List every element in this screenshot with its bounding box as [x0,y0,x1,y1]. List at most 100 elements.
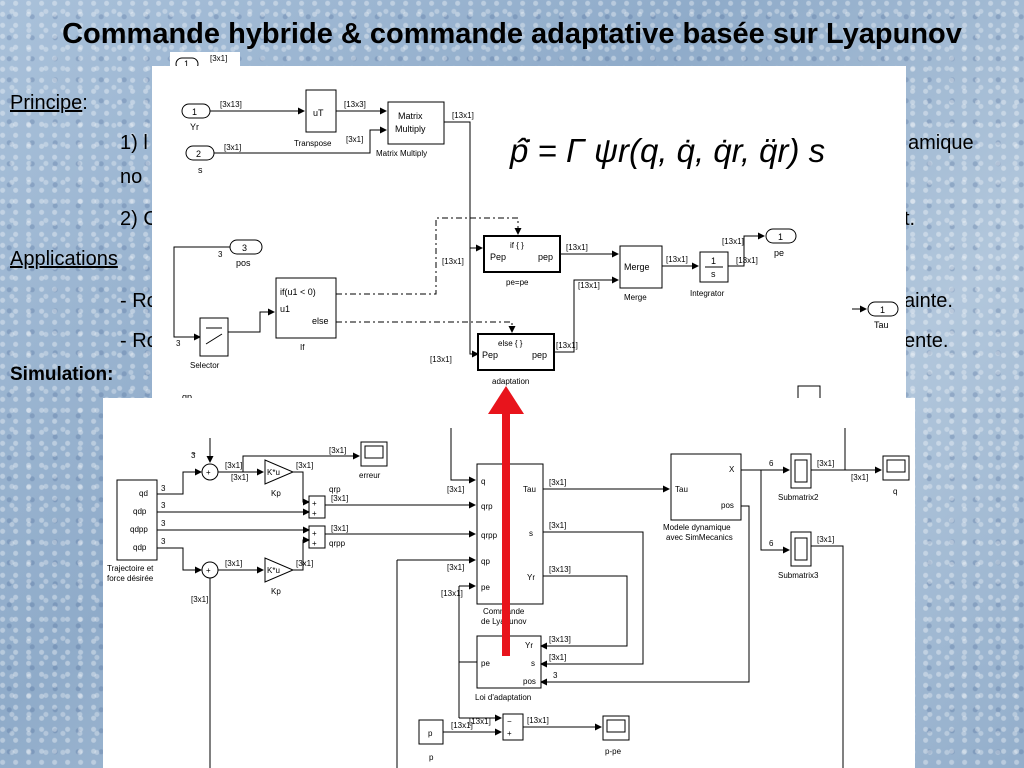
svg-text:[3x1]: [3x1] [296,559,313,568]
svg-text:1: 1 [778,232,783,242]
svg-text:Kp: Kp [271,587,281,596]
principe-item-1-end: amique [908,132,974,154]
svg-text:[3x1]: [3x1] [225,461,242,470]
trajectory-block[interactable]: qd qdp qdpp qdp Trajectoire et force dés… [107,479,158,583]
slide-title: Commande hybride & commande adaptative b… [62,18,962,50]
principe-item-1-line2: no [120,166,143,188]
svg-text:Merge: Merge [624,262,650,272]
svg-text:uT: uT [313,108,324,118]
svg-text:1: 1 [184,59,189,69]
svg-text:Yr: Yr [190,122,199,132]
svg-text:[3x13]: [3x13] [220,100,242,109]
svg-text:Tau: Tau [874,320,889,330]
svg-text:[3x1]: [3x1] [447,485,464,494]
svg-text:[13x1]: [13x1] [442,257,464,266]
svg-text:−: − [507,717,512,726]
svg-text:qdp: qdp [133,507,147,516]
svg-text:[13x1]: [13x1] [441,589,463,598]
sum-qrp[interactable]: + + qrp [308,485,341,519]
gain-kp-1[interactable]: K*u Kp [264,459,295,498]
svg-text:Modele dynamique: Modele dynamique [663,523,731,532]
svg-text:erreur: erreur [359,471,381,480]
svg-text:+: + [312,499,317,508]
svg-text:[13x1]: [13x1] [666,255,688,264]
scope-q[interactable]: q [882,455,910,496]
svg-text:Multiply: Multiply [395,124,426,134]
scope-erreur[interactable]: erreur [359,441,388,480]
svg-text:[3x1]: [3x1] [296,461,313,470]
principe-item-2-end: t. [904,208,916,230]
svg-text:Matrix: Matrix [398,111,423,121]
matrix-multiply-block[interactable]: Matrix Multiply Matrix Multiply [376,101,445,158]
svg-text:Submatrix2: Submatrix2 [778,493,819,502]
svg-text:3: 3 [191,451,196,460]
sum-block-2[interactable]: + [201,561,219,579]
gain-kp-2[interactable]: K*u Kp [264,557,295,596]
svg-text:+: + [312,509,317,518]
outport-pe[interactable]: 1 pe [765,228,797,258]
selector-block[interactable]: Selector [190,317,229,370]
outport-tau[interactable]: 1 Tau [867,301,899,330]
svg-text:qdpp: qdpp [130,525,148,534]
else-action-adaptation-block[interactable]: else { } Pep pep adaptation [477,333,555,386]
application-item-1: - Ro [120,290,158,312]
svg-text:3: 3 [161,501,166,510]
svg-text:[3x1]: [3x1] [210,54,227,63]
svg-text:3: 3 [218,250,223,259]
svg-text:avec SimMecanics: avec SimMecanics [666,533,733,542]
svg-text:[3x1]: [3x1] [331,524,348,533]
application-item-2: - Ro [120,330,158,352]
dynamic-model-block[interactable]: Tau X pos Modele dynamique avec SimMecan… [663,453,742,542]
svg-text:qdp: qdp [133,543,147,552]
svg-text:qrp: qrp [329,485,341,494]
svg-text:pep: pep [532,350,547,360]
svg-text:K*u: K*u [267,566,280,575]
integrator-block[interactable]: 1 s Integrator [690,251,729,298]
svg-text:s: s [198,165,203,175]
svg-text:Submatrix3: Submatrix3 [778,571,819,580]
svg-text:Loi d'adaptation: Loi d'adaptation [475,693,531,702]
svg-text:[3x1]: [3x1] [447,563,464,572]
svg-text:3: 3 [161,519,166,528]
svg-text:adaptation: adaptation [492,377,529,386]
adaptation-law-formula: p̂̇ = Γ ψr(q, q̇, q̇r, q̈r) s [509,132,825,169]
svg-text:Pep: Pep [482,350,498,360]
svg-text:pe: pe [481,583,490,592]
submatrix2-block[interactable]: Submatrix2 [778,453,819,502]
svg-text:2: 2 [196,149,201,159]
svg-text:[3x13]: [3x13] [549,565,571,574]
principe-item-1: 1) l [120,132,148,154]
application-item-1-end: ainte. [904,290,953,312]
svg-text:pos: pos [721,501,734,510]
applications-heading: Applications [10,248,118,270]
svg-text:[3x1]: [3x1] [225,559,242,568]
svg-text:[13x1]: [13x1] [578,281,600,290]
svg-text:[3x1]: [3x1] [817,459,834,468]
svg-text:q: q [481,477,485,486]
sum-block-1[interactable]: + [201,463,219,481]
svg-text:Integrator: Integrator [690,289,725,298]
constant-p-block[interactable]: p p [418,719,444,762]
svg-text:qp: qp [481,557,490,566]
svg-text:qp: qp [182,392,192,402]
svg-text:+: + [206,566,211,575]
principe-heading: Principe: [10,92,88,114]
svg-text:Pep: Pep [490,252,506,262]
subtract-block[interactable]: − + [502,713,524,741]
svg-text:Kp: Kp [271,489,281,498]
svg-text:[3x1]: [3x1] [329,446,346,455]
svg-text:1: 1 [192,107,197,117]
svg-text:[13x1]: [13x1] [556,341,578,350]
svg-text:[3x1]: [3x1] [549,478,566,487]
svg-text:s: s [529,529,533,538]
merge-block[interactable]: Merge Merge [619,245,663,302]
inport-s[interactable]: 2 s [185,145,215,175]
svg-text:qrpp: qrpp [481,531,498,540]
simulation-heading: Simulation: [10,364,114,385]
if-action-pe-block[interactable]: if { } Pep pep pe=pe [483,235,561,287]
if-block[interactable]: if(u1 < 0) u1 else If [275,277,337,352]
inport-yr[interactable]: 1 Yr [181,103,211,132]
submatrix3-block[interactable]: Submatrix3 [778,531,819,580]
svg-text:[3x1]: [3x1] [224,143,241,152]
scope-p-pe[interactable]: p-pe [602,715,630,756]
